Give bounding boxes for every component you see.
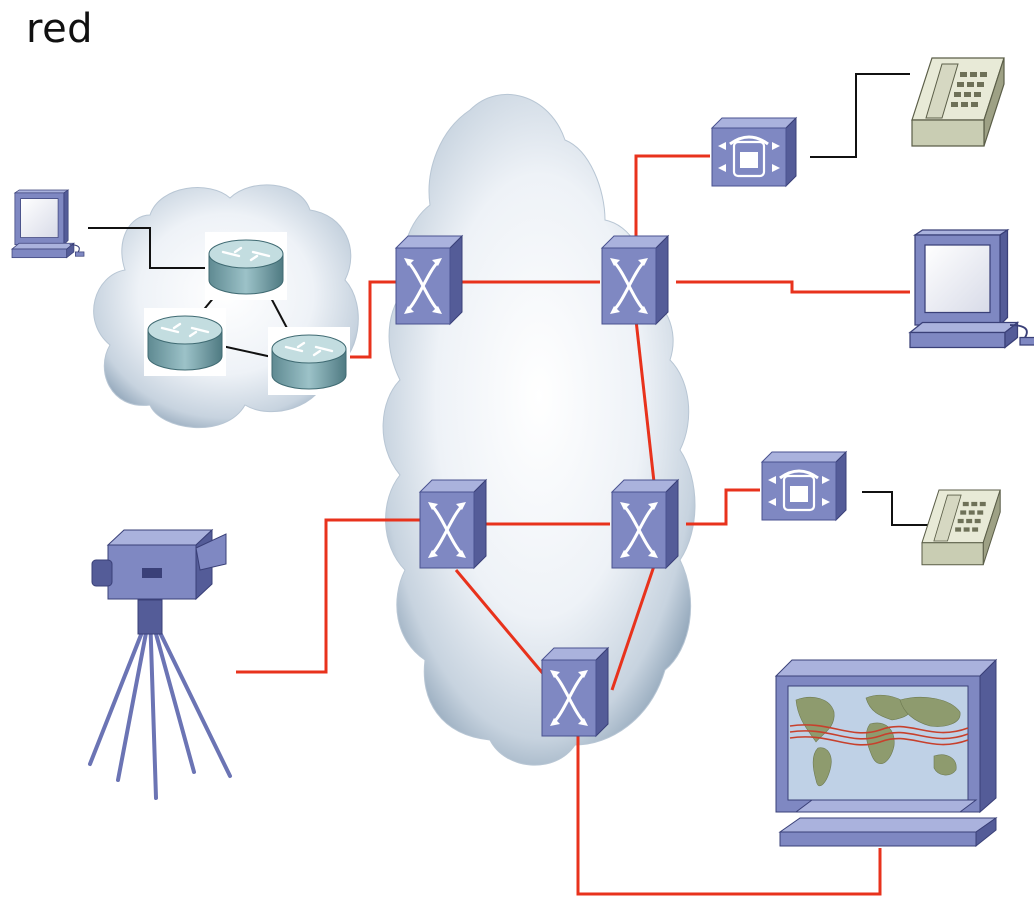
backbone-links xyxy=(236,154,910,896)
telephone-top-icon[interactable] xyxy=(911,57,1005,147)
workstation-left-icon[interactable] xyxy=(11,189,85,259)
link-switch5-display xyxy=(576,736,882,896)
video-camera-icon[interactable] xyxy=(88,528,232,800)
link-switch2-switch4 xyxy=(634,319,656,483)
link-router-router-3 xyxy=(221,345,273,358)
link-switch2-pc-right xyxy=(676,280,910,294)
link-camera-switch3 xyxy=(236,518,420,674)
telephone-mid-icon[interactable] xyxy=(921,489,1001,566)
link-switch3-switch5 xyxy=(454,569,547,677)
workstation-right-icon[interactable] xyxy=(909,229,1034,349)
atm-switch-5-icon[interactable] xyxy=(540,646,610,738)
link-pbx-phone-mid xyxy=(862,491,935,526)
page-title: red xyxy=(26,6,94,52)
link-switch4-switch5 xyxy=(610,565,656,691)
atm-switch-1-icon[interactable] xyxy=(394,234,464,326)
link-pbx-phone-top xyxy=(810,73,910,158)
access-links xyxy=(88,73,935,526)
link-router-router-2 xyxy=(269,295,289,331)
router-left-icon[interactable] xyxy=(142,306,228,378)
link-switch4-pbx-mid xyxy=(686,488,760,526)
atm-switch-4-icon[interactable] xyxy=(610,478,680,570)
pbx-top-icon[interactable] xyxy=(710,116,798,188)
link-switch2-pbx-top xyxy=(634,154,710,238)
atm-switch-2-icon[interactable] xyxy=(600,234,670,326)
link-router-switch1 xyxy=(346,280,396,359)
pbx-mid-icon[interactable] xyxy=(760,450,848,522)
router-top-icon[interactable] xyxy=(203,230,289,302)
map-display-icon[interactable] xyxy=(774,658,998,848)
router-right-icon[interactable] xyxy=(266,325,352,397)
atm-switch-3-icon[interactable] xyxy=(418,478,488,570)
link-pc-router xyxy=(88,227,215,269)
